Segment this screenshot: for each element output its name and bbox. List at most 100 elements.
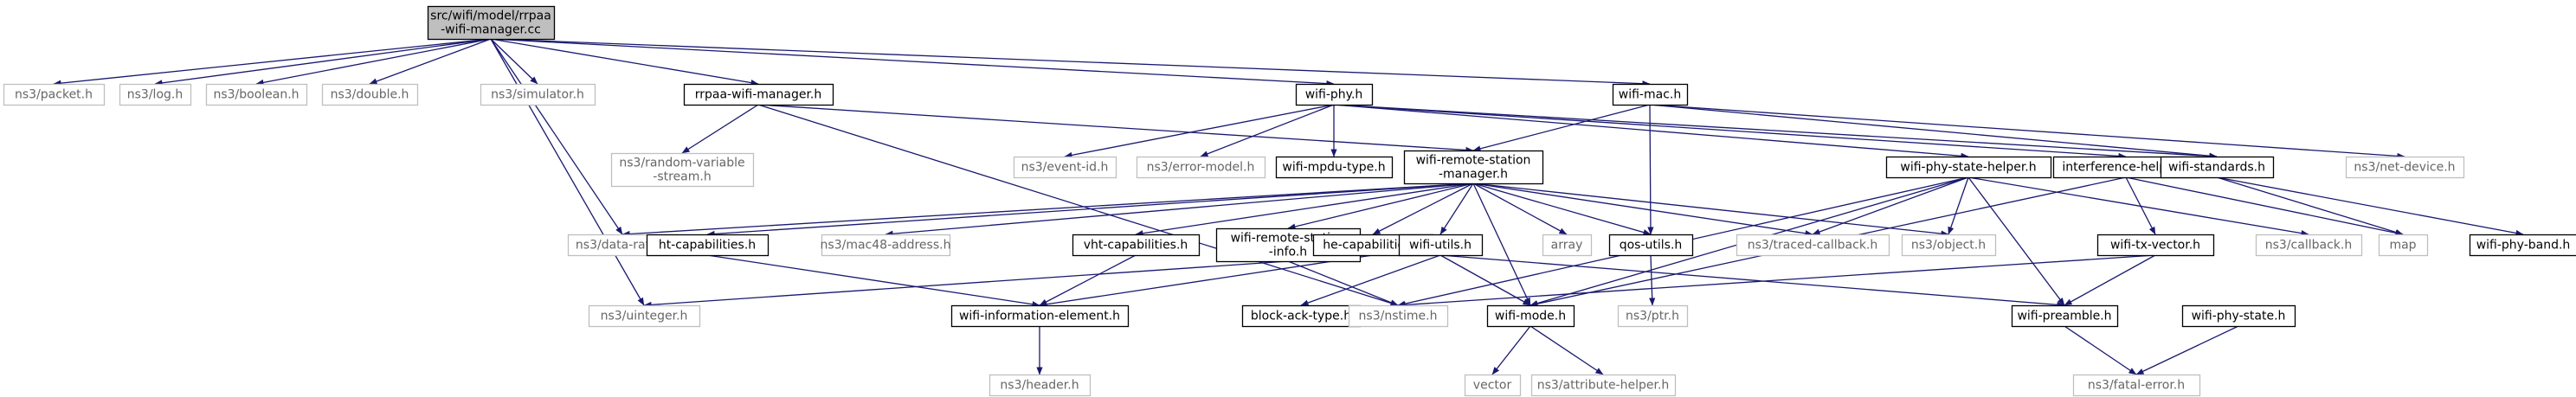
- edge-wifiphy-to-physh: [1333, 104, 1969, 159]
- node-label: wifi-phy-state-helper.h: [1900, 161, 2036, 175]
- node-label: wifi-utils.h: [1409, 239, 1472, 253]
- node-phystate[interactable]: wifi-phy-state.h: [2181, 304, 2296, 328]
- node-box: [2160, 156, 2275, 179]
- node-boolean: ns3/boolean.h: [205, 83, 308, 106]
- edge-root-to-boolean: [255, 38, 492, 86]
- node-root[interactable]: src/wifi/model/rrpaa-wifi-manager.cc: [427, 5, 556, 41]
- edge-physh-to-callback: [1967, 176, 2309, 237]
- edge-wifiutils-to-blockack: [1300, 254, 1441, 306]
- node-box: [1275, 156, 1394, 179]
- node-label: ns3/header.h: [1000, 379, 1079, 393]
- edge-wifimode-to-vector: [1491, 325, 1531, 375]
- edge-rrpaa-to-nstime: [757, 104, 1399, 306]
- edge-wrsi-to-nstime: [1287, 260, 1399, 306]
- node-label: wifi-information-element.h: [959, 310, 1120, 323]
- node-netdevice: ns3/net-device.h: [2345, 156, 2465, 179]
- edge-root-to-packet: [53, 38, 492, 86]
- node-qosutils[interactable]: qos-utils.h: [1608, 234, 1694, 257]
- node-packet: ns3/packet.h: [3, 83, 106, 106]
- node-box: [1901, 234, 1997, 257]
- edge-root-to-rrpaa: [490, 38, 759, 86]
- node-htcap[interactable]: ht-capabilities.h: [646, 234, 770, 257]
- node-blockack[interactable]: block-ack-type.h: [1241, 304, 1362, 328]
- node-label: wifi-phy.h: [1305, 88, 1363, 102]
- node-box: [1612, 83, 1689, 106]
- node-box: [646, 234, 770, 257]
- node-box: [2096, 234, 2215, 257]
- node-label: wifi-phy-band.h: [2476, 239, 2571, 253]
- node-box: [2181, 304, 2296, 328]
- edge-htcap-to-infoelem: [706, 254, 1040, 308]
- edge-root-to-log: [154, 38, 492, 86]
- node-box: [2011, 304, 2119, 328]
- node-box: [588, 304, 701, 328]
- edge-wifimode-to-attrhelper: [1530, 325, 1604, 375]
- edge-wifiutils-to-wifimode: [1439, 254, 1531, 306]
- node-box: [1241, 304, 1362, 328]
- edge-interf-to-txvector: [2125, 176, 2156, 235]
- node-wifimac[interactable]: wifi-mac.h: [1612, 83, 1689, 106]
- node-box: [205, 83, 308, 106]
- edge-physh-to-preamble: [1967, 176, 2065, 306]
- edge-root-to-datarate: [490, 38, 623, 235]
- edge-wrsm-to-datarate: [621, 182, 1474, 238]
- node-box: [1617, 304, 1689, 328]
- node-wifiutils[interactable]: wifi-utils.h: [1398, 234, 1484, 257]
- node-wifiphy[interactable]: wifi-phy.h: [1295, 83, 1374, 106]
- edge-txvector-to-nstime: [1397, 254, 2156, 309]
- node-label: qos-utils.h: [1620, 239, 1683, 253]
- node-wifimode[interactable]: wifi-mode.h: [1486, 304, 1575, 328]
- edge-vhtcap-to-infoelem: [1039, 254, 1137, 306]
- node-label: -wifi-manager.cc: [441, 23, 541, 37]
- node-preamble[interactable]: wifi-preamble.h: [2011, 304, 2119, 328]
- node-label: ns3/packet.h: [15, 88, 93, 102]
- node-double: ns3/double.h: [321, 83, 419, 106]
- edge-wrsm-to-mac48: [885, 182, 1474, 237]
- node-physh[interactable]: wifi-phy-state-helper.h: [1885, 156, 2052, 179]
- node-standards[interactable]: wifi-standards.h: [2160, 156, 2275, 179]
- node-box: [989, 374, 1092, 397]
- node-box: [2469, 234, 2576, 257]
- node-box: [480, 83, 596, 106]
- node-mpdutype[interactable]: wifi-mpdu-type.h: [1275, 156, 1394, 179]
- edge-root-to-wifiphy: [490, 38, 1335, 87]
- node-wrsm[interactable]: wifi-remote-station-manager.h: [1403, 150, 1544, 185]
- node-infoelem[interactable]: wifi-information-element.h: [950, 304, 1130, 328]
- edge-rrpaa-to-randvar: [681, 104, 759, 154]
- node-mac48: ns3/mac48-address.h: [821, 234, 950, 257]
- node-label: ns3/callback.h: [2265, 239, 2352, 253]
- node-label: src/wifi/model/rrpaa: [430, 10, 551, 23]
- node-label: block-ack-type.h: [1251, 310, 1351, 323]
- node-box: [321, 83, 419, 106]
- node-phyband[interactable]: wifi-phy-band.h: [2469, 234, 2576, 257]
- node-label: wifi-mpdu-type.h: [1282, 161, 1385, 175]
- edge-wifimac-to-qosutils: [1647, 104, 1654, 235]
- node-txvector[interactable]: wifi-tx-vector.h: [2096, 234, 2215, 257]
- node-box: [1542, 234, 1593, 257]
- node-rrpaa[interactable]: rrpaa-wifi-manager.h: [683, 83, 834, 106]
- node-label: vht-capabilities.h: [1084, 239, 1188, 253]
- node-label: wifi-tx-vector.h: [2110, 239, 2200, 253]
- node-label: ns3/simulator.h: [491, 88, 584, 102]
- node-nstime: ns3/nstime.h: [1348, 304, 1449, 328]
- node-uinteger: ns3/uinteger.h: [588, 304, 701, 328]
- edge-standards-to-phyband: [2216, 176, 2524, 236]
- node-traced: ns3/traced-callback.h: [1736, 234, 1890, 257]
- node-box: [950, 304, 1130, 328]
- edge-root-to-double: [369, 38, 492, 85]
- edge-wrsm-to-htcap: [706, 182, 1474, 238]
- node-box: [1295, 83, 1374, 106]
- node-label: wifi-standards.h: [2168, 161, 2265, 175]
- edge-txvector-to-preamble: [2064, 254, 2156, 306]
- edge-wifiphy-to-standards: [1333, 104, 2218, 160]
- node-label: map: [2389, 239, 2416, 253]
- node-label: ns3/traced-callback.h: [1748, 239, 1878, 253]
- node-box: [1885, 156, 2052, 179]
- edge-qosutils-to-ptr: [1649, 254, 1656, 306]
- node-vhtcap[interactable]: vht-capabilities.h: [1072, 234, 1201, 257]
- node-label: ns3/error-model.h: [1147, 161, 1255, 175]
- node-label: ns3/net-device.h: [2354, 161, 2455, 175]
- node-label: ns3/ptr.h: [1626, 310, 1679, 323]
- node-box: [1530, 374, 1677, 397]
- node-box: [1486, 304, 1575, 328]
